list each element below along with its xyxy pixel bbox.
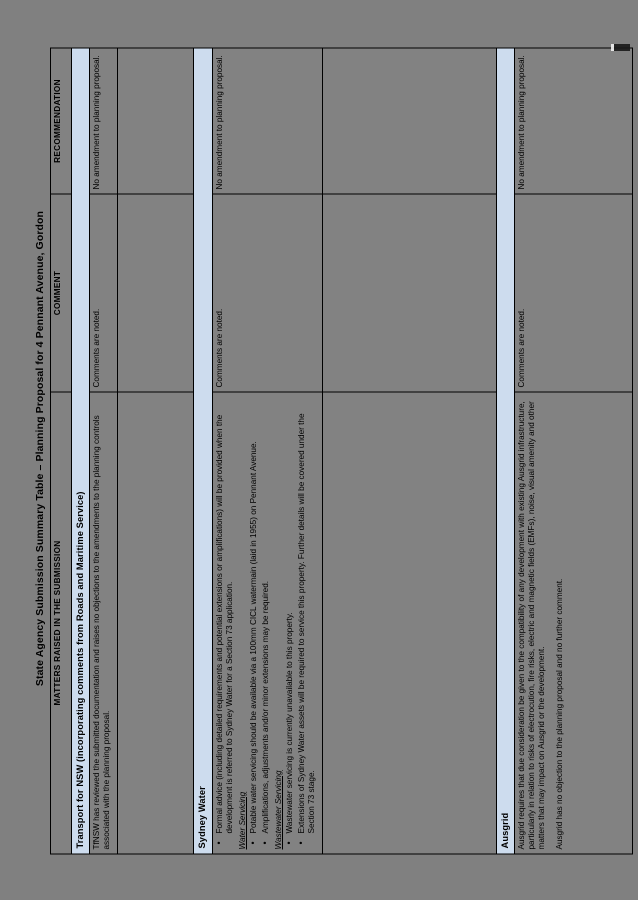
matters-text-ausgrid-2: Ausgrid has no objection to the planning… (554, 578, 564, 850)
table-header: MATTERS RAISED IN THE SUBMISSION COMMENT… (50, 48, 72, 854)
comment-cell-ausgrid: Comments are noted. (514, 194, 633, 392)
page-content: State Agency Submission Summary Table – … (34, 43, 633, 855)
list-item: Potable water servicing should be availa… (249, 397, 259, 833)
table-row-sydney-water: Formal advice (including detailed requir… (212, 48, 323, 854)
recommendation-cell-sydney-water: No amendment to planning proposal. (212, 48, 323, 194)
recommendation-cell-transport-for-nsw: No amendment to planning proposal. (89, 48, 118, 194)
spacer-cell-matters-2 (322, 392, 497, 854)
recommendation-text-sydney-water: No amendment to planning proposal. (214, 55, 224, 190)
column-header-recommendation: RECOMMENDATION (50, 48, 72, 194)
table-header-row: MATTERS RAISED IN THE SUBMISSION COMMENT… (50, 48, 72, 854)
column-header-comment: COMMENT (50, 194, 72, 392)
agency-header-row-transport-for-nsw: Transport for NSW (incorporating comment… (71, 48, 90, 854)
recommendation-text-ausgrid: No amendment to planning proposal. (516, 55, 526, 190)
state-agency-submission-table: MATTERS RAISED IN THE SUBMISSION COMMENT… (50, 47, 633, 855)
bullet-list-water-servicing: Potable water servicing should be availa… (249, 397, 271, 850)
list-item: Extensions of Sydney Water assets will b… (297, 397, 317, 833)
matters-text-transport-for-nsw: TfNSW has reviewed the submitted documen… (92, 415, 112, 850)
page-title: State Agency Submission Summary Table – … (34, 210, 46, 687)
spacer-cell-recommendation-1 (117, 48, 194, 194)
comment-cell-transport-for-nsw: Comments are noted. (89, 194, 118, 392)
table-body: Transport for NSW (incorporating comment… (71, 48, 633, 854)
bullet-list-sydney-water-intro: Formal advice (including detailed requir… (215, 397, 235, 850)
comment-text-transport-for-nsw: Comments are noted. (92, 308, 102, 388)
matters-cell-ausgrid: Ausgrid requires that due consideration … (514, 392, 633, 854)
agency-header-row-ausgrid: Ausgrid (496, 48, 515, 854)
list-item: Amplifications, adjustments and/or minor… (261, 397, 271, 834)
page-corner-artifact (611, 44, 630, 51)
spacer-cell-comment-2 (322, 194, 497, 392)
matters-cell-transport-for-nsw: TfNSW has reviewed the submitted documen… (89, 392, 118, 854)
recommendation-text-transport-for-nsw: No amendment to planning proposal. (92, 55, 102, 190)
agency-name-sydney-water: Sydney Water (193, 48, 213, 854)
list-item: Formal advice (including detailed requir… (215, 397, 235, 834)
subheading-water-servicing: Water Servicing (237, 791, 247, 850)
spacer-cell-comment-1 (117, 194, 194, 392)
comment-text-ausgrid: Comments are noted. (516, 308, 526, 388)
recommendation-cell-ausgrid: No amendment to planning proposal. (514, 48, 633, 194)
table-spacer-row-sydney-water (322, 48, 497, 854)
bullet-list-wastewater-servicing: Wastewater servicing is currently unavai… (285, 397, 317, 850)
list-item: Wastewater servicing is currently unavai… (285, 397, 295, 833)
document-page: State Agency Submission Summary Table – … (20, 27, 633, 873)
agency-name-ausgrid: Ausgrid (496, 48, 515, 854)
agency-name-transport-for-nsw: Transport for NSW (incorporating comment… (71, 48, 90, 854)
table-row-ausgrid: Ausgrid requires that due consideration … (514, 48, 633, 854)
matters-text-ausgrid-1: Ausgrid requires that due consideration … (516, 401, 546, 850)
agency-header-row-sydney-water: Sydney Water (193, 48, 213, 854)
table-row-transport-for-nsw: TfNSW has reviewed the submitted documen… (89, 48, 118, 854)
spacer-cell-matters-1 (117, 392, 194, 854)
matters-cell-sydney-water: Formal advice (including detailed requir… (212, 392, 323, 854)
column-header-matters: MATTERS RAISED IN THE SUBMISSION (50, 392, 72, 854)
subheading-wastewater-servicing: Wastewater Servicing (273, 770, 283, 850)
comment-text-sydney-water: Comments are noted. (214, 308, 224, 388)
table-spacer-row-transport-for-nsw (117, 48, 194, 854)
comment-cell-sydney-water: Comments are noted. (212, 194, 323, 392)
spacer-cell-recommendation-2 (322, 48, 497, 194)
